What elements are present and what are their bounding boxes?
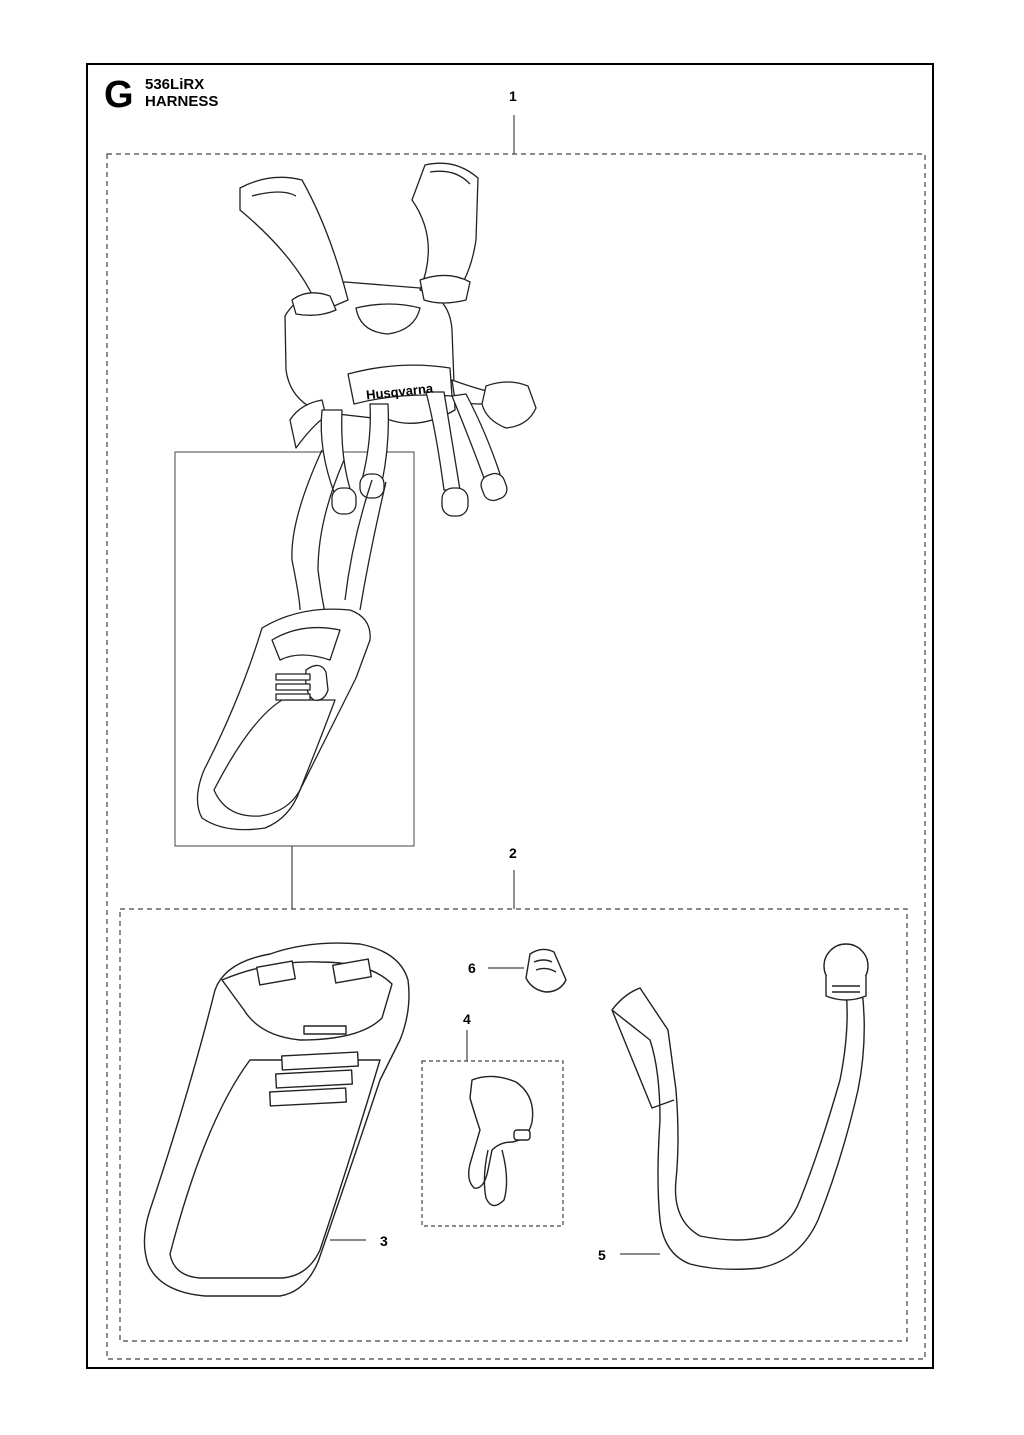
section-name: HARNESS (145, 93, 219, 110)
detail-box (174, 451, 415, 847)
callout-2: 2 (509, 845, 517, 861)
left-strap-buckle (291, 292, 337, 316)
page-frame (86, 63, 934, 1369)
right-strap-buckle (419, 274, 471, 304)
side-buckle (481, 381, 537, 429)
callout-4: 4 (463, 1011, 471, 1027)
hip-pad-small (196, 608, 371, 831)
small-buckle (525, 948, 567, 993)
hook (467, 1075, 534, 1207)
lower-strap-far (451, 393, 501, 479)
callout-1: 1 (509, 88, 517, 104)
group-4-outline (421, 1060, 564, 1227)
hip-pad (143, 942, 410, 1297)
hip-strap (611, 943, 869, 1271)
brand-mark: Husqvarna (365, 380, 434, 402)
callout-6: 6 (468, 960, 476, 976)
section-letter: G (104, 74, 134, 116)
callout-3: 3 (380, 1233, 388, 1249)
group-2-outline (119, 908, 908, 1342)
left-shoulder-strap (239, 176, 349, 313)
group-1-outline (106, 153, 926, 1360)
harness-assembly (196, 162, 537, 831)
callout-5: 5 (598, 1247, 606, 1263)
model-name: 536LiRX (145, 76, 205, 93)
